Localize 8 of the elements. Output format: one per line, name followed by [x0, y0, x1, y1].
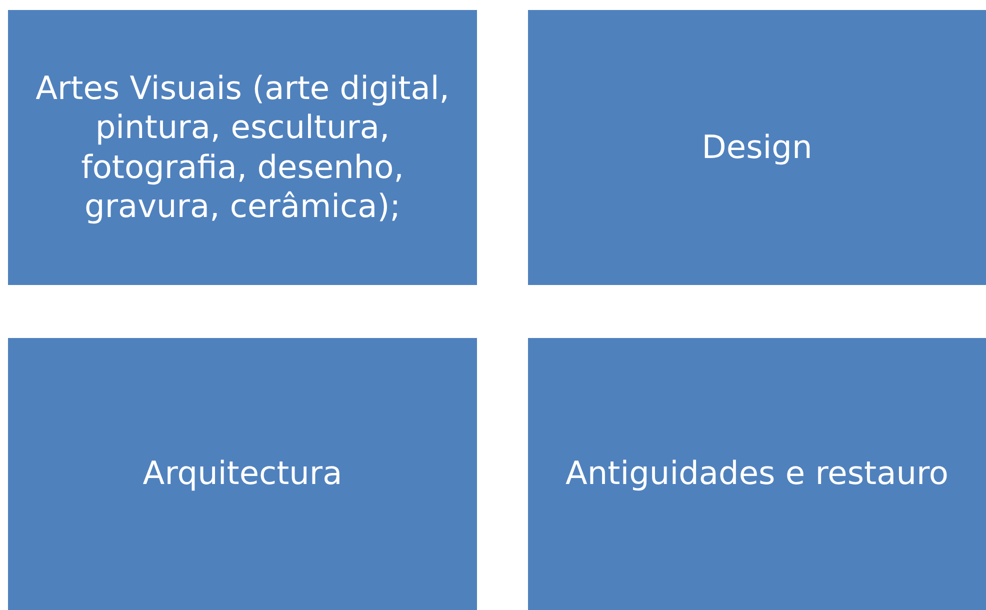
category-box	[528, 10, 986, 285]
category-label: Arquitectura	[142, 454, 342, 494]
category-box	[8, 10, 477, 285]
category-box	[528, 338, 986, 610]
category-box	[8, 338, 477, 610]
category-label: Artes Visuais (arte digital, pintura, escultura, fotografia, desenho, gravura, cerâmica);	[34, 69, 450, 226]
category-label: Design	[702, 128, 812, 168]
category-label: Antiguidades e restauro	[566, 454, 948, 494]
